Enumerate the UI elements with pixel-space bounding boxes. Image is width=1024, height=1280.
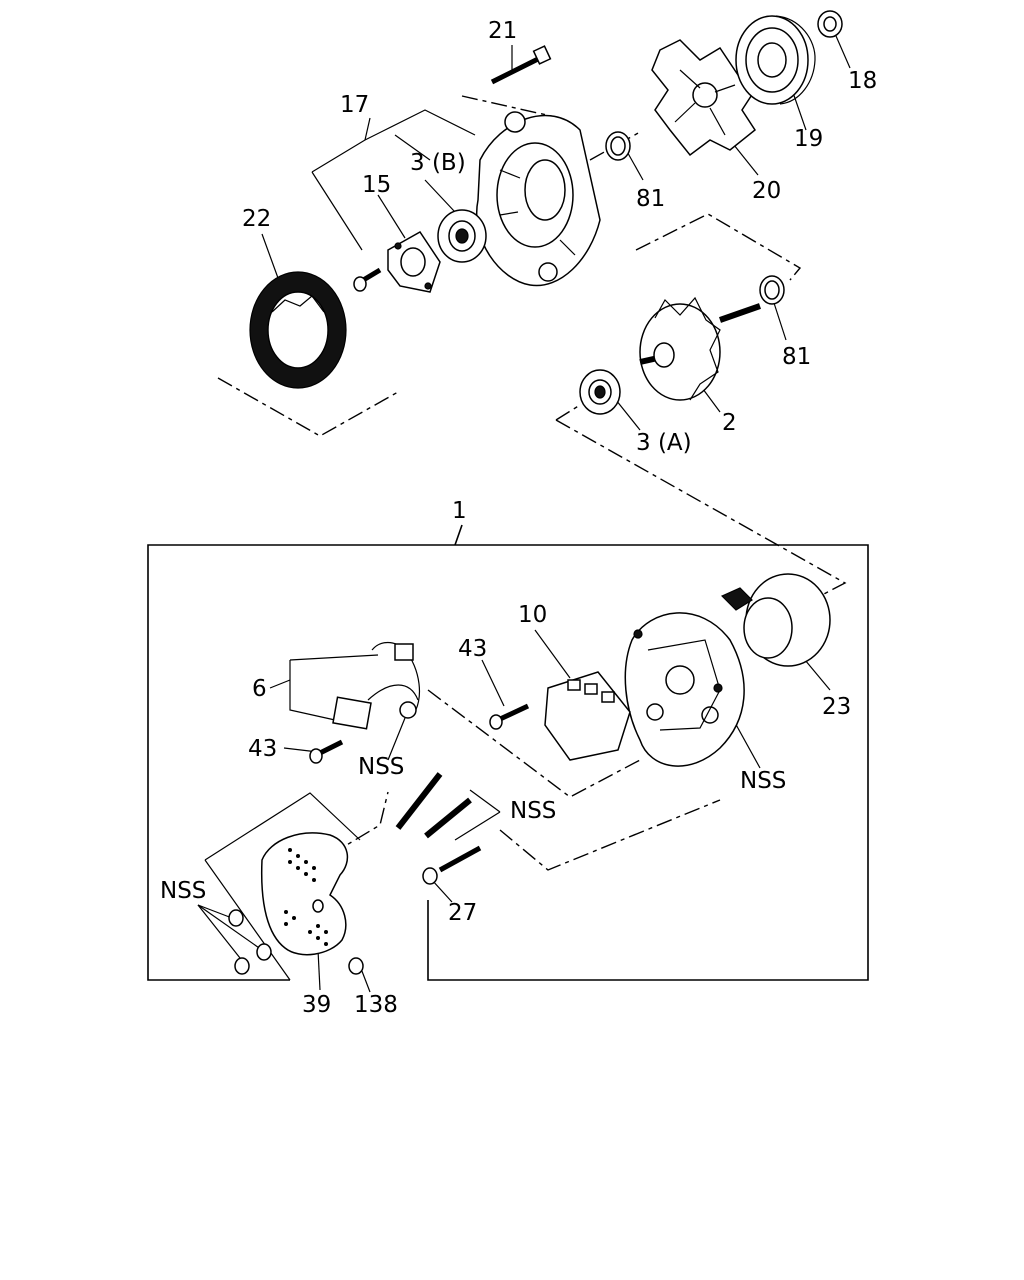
regulator-screw — [489, 703, 530, 730]
pulley-nut — [817, 10, 843, 38]
nut-138 — [348, 957, 364, 975]
callout-43-regulator: 43 — [458, 636, 487, 662]
spacer-collar-lower — [759, 275, 785, 305]
rear-cover — [720, 573, 831, 667]
callout-17: 17 — [340, 92, 369, 118]
callout-2: 2 — [722, 410, 737, 436]
callout-nss-brush: NSS — [358, 754, 404, 780]
brush-holder — [332, 641, 420, 730]
callout-10: 10 — [518, 602, 547, 628]
spacer-collar-upper — [605, 131, 631, 161]
pulley — [735, 15, 816, 105]
callout-19: 19 — [794, 126, 823, 152]
rotor — [639, 296, 761, 401]
front-housing — [624, 612, 745, 767]
callout-nss-housing: NSS — [740, 768, 786, 794]
callout-43-brush: 43 — [248, 736, 277, 762]
callout-15: 15 — [362, 172, 391, 198]
rear-bearing — [437, 209, 487, 263]
rectifier — [260, 832, 349, 956]
callout-6: 6 — [252, 676, 267, 702]
callout-18: 18 — [848, 68, 877, 94]
callout-nss-nuts: NSS — [160, 878, 206, 904]
voltage-regulator — [544, 671, 631, 761]
terminal-studs — [395, 772, 482, 873]
callout-22: 22 — [242, 206, 271, 232]
callout-20: 20 — [752, 178, 781, 204]
callout-81-lower: 81 — [782, 344, 811, 370]
callout-labels: 21 17 3 (B) 15 22 18 19 20 81 81 2 3 (A)… — [160, 18, 877, 1018]
bearing-retainer — [387, 231, 441, 293]
callout-27: 27 — [448, 900, 477, 926]
callout-3a: 3 (A) — [636, 430, 692, 456]
callout-81-upper: 81 — [636, 186, 665, 212]
rear-frame — [476, 111, 601, 287]
callout-1: 1 — [452, 498, 467, 524]
retainer-screw — [353, 267, 382, 292]
callout-3b: 3 (B) — [410, 150, 466, 176]
nut-27 — [422, 867, 438, 885]
front-bearing — [579, 369, 621, 415]
through-bolt — [490, 45, 552, 85]
brush-holder-screw — [309, 739, 344, 764]
assembly-dashed-lines — [217, 95, 847, 871]
callout-138: 138 — [354, 992, 398, 1018]
nss-nuts — [228, 909, 272, 975]
callout-nss-terminals: NSS — [510, 798, 556, 824]
stator — [249, 271, 347, 389]
callout-23: 23 — [822, 694, 851, 720]
kit-box-outline — [147, 524, 869, 981]
callout-21: 21 — [488, 18, 517, 44]
cooling-fan — [651, 39, 756, 157]
callout-39: 39 — [302, 992, 331, 1018]
